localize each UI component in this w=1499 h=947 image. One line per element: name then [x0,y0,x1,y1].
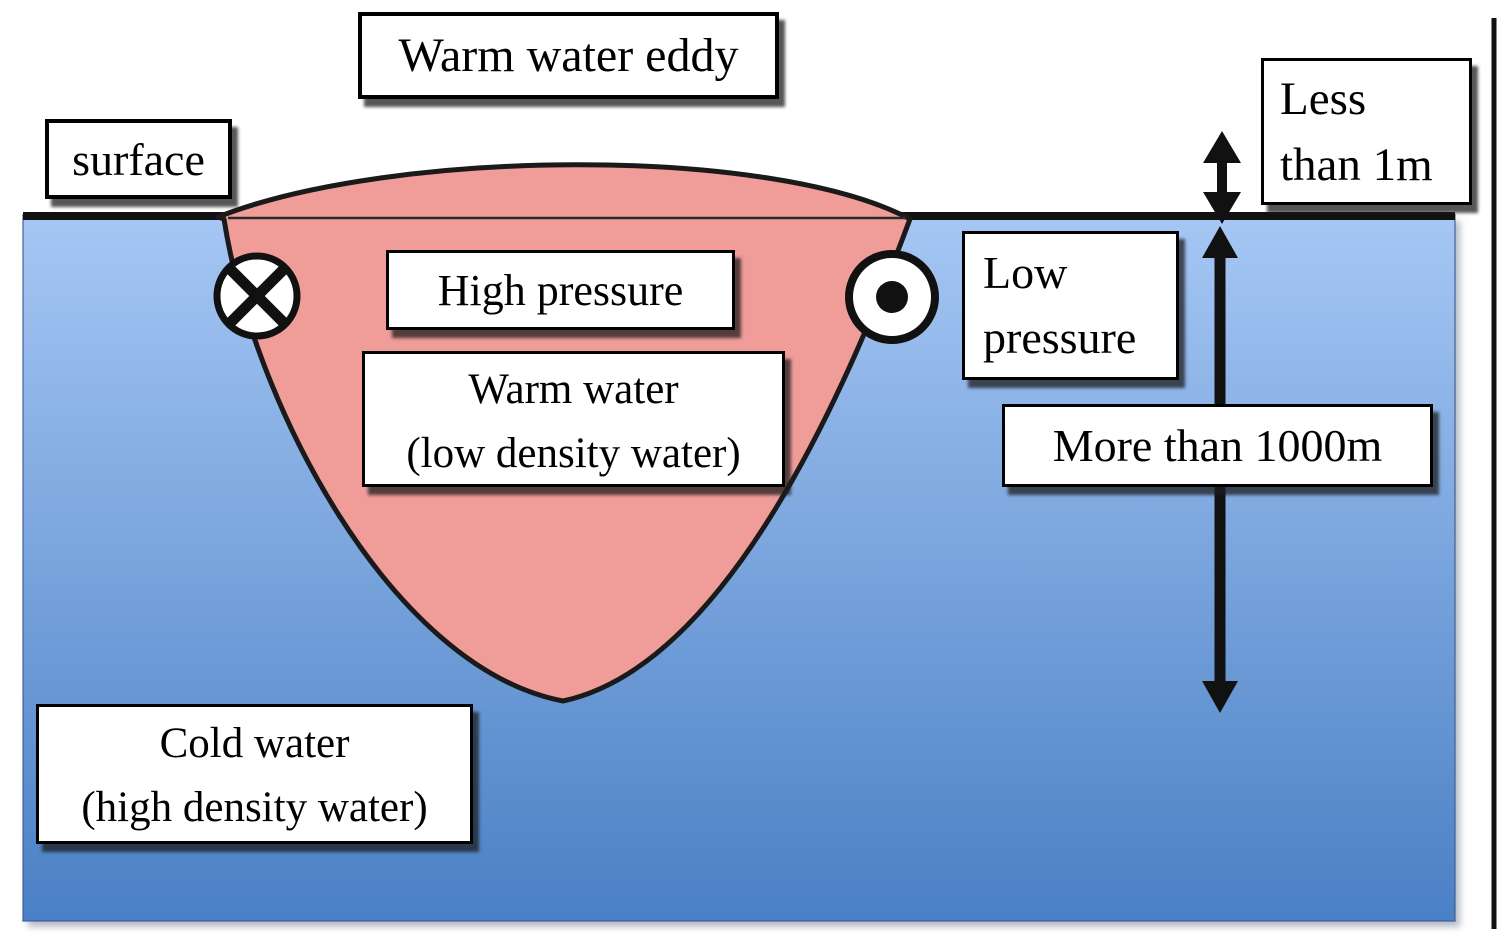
warm-water-line1: Warm water [468,366,679,413]
cold-water-line1: Cold water [159,720,350,767]
surface-text: surface [72,133,205,185]
less-than-1m-label: Less than 1m [1261,58,1472,205]
title-label: Warm water eddy [358,12,779,99]
low-pressure-line2: pressure [983,312,1137,363]
less-than-line2: than 1m [1280,139,1433,191]
more-than-text: More than 1000m [1052,420,1383,471]
high-pressure-text: High pressure [437,265,684,315]
title-text: Warm water eddy [398,29,739,82]
surface-label: surface [45,119,232,199]
warm-water-line2: (low density water) [406,430,741,477]
less-than-1m-arrow-icon [1203,131,1241,224]
low-pressure-line1: Low [983,247,1068,298]
high-pressure-label: High pressure [386,250,735,330]
more-than-1000m-label: More than 1000m [1002,404,1433,487]
circle-dot-icon [845,250,939,344]
less-than-line1: Less [1280,73,1367,125]
circle-x-icon [213,252,301,340]
cold-water-label: Cold water (high density water) [36,704,473,844]
warm-water-label: Warm water (low density water) [362,351,785,487]
low-pressure-label: Low pressure [962,231,1179,380]
cold-water-line2: (high density water) [81,784,428,831]
